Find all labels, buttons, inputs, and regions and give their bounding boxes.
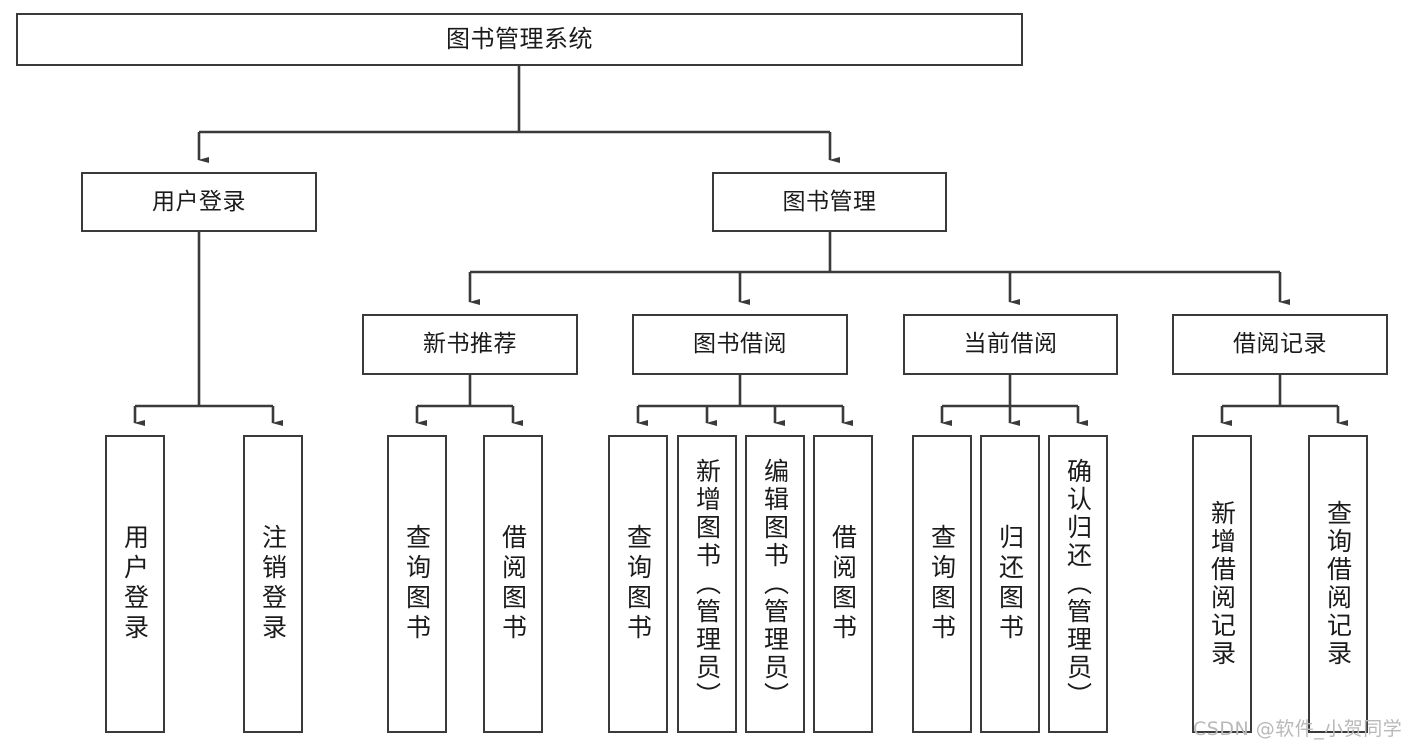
node-label: 新增图书（管理员）: [692, 458, 722, 710]
node-current-borrow[interactable]: 当前借阅: [903, 314, 1118, 375]
node-label: 注销登录: [258, 524, 288, 644]
node-borrow-record[interactable]: 借阅记录: [1172, 314, 1388, 375]
leaf-borrow-book-recommend[interactable]: 借阅图书: [483, 435, 543, 733]
leaf-query-book[interactable]: 查询图书: [608, 435, 668, 733]
node-label: 归还图书: [995, 524, 1025, 644]
node-label: 图书借阅: [693, 331, 787, 358]
node-label: 用户登录: [152, 188, 246, 215]
leaf-user-logout[interactable]: 注销登录: [243, 435, 303, 733]
node-label: 查询图书: [927, 524, 957, 644]
node-book-borrow[interactable]: 图书借阅: [632, 314, 848, 375]
node-user-login[interactable]: 用户登录: [81, 172, 317, 232]
node-label: 确认归还（管理员）: [1063, 458, 1093, 710]
node-label: 当前借阅: [963, 331, 1058, 358]
leaf-query-book-recommend[interactable]: 查询图书: [387, 435, 447, 733]
leaf-return-book[interactable]: 归还图书: [980, 435, 1040, 733]
leaf-add-borrow-record[interactable]: 新增借阅记录: [1192, 435, 1252, 733]
leaf-borrow-book[interactable]: 借阅图书: [813, 435, 873, 733]
node-label: 图书管理: [782, 188, 877, 215]
leaf-user-login[interactable]: 用户登录: [105, 435, 165, 733]
node-label: 图书管理系统: [446, 24, 593, 53]
node-label: 借阅图书: [498, 524, 528, 644]
node-label: 新书推荐: [423, 331, 517, 358]
node-label: 借阅记录: [1233, 331, 1327, 358]
node-label: 查询图书: [402, 524, 432, 644]
node-label: 编辑图书（管理员）: [760, 458, 790, 710]
node-label: 查询借阅记录: [1323, 500, 1353, 668]
leaf-query-book-current[interactable]: 查询图书: [912, 435, 972, 733]
node-label: 新增借阅记录: [1207, 500, 1237, 668]
leaf-add-book-admin[interactable]: 新增图书（管理员）: [677, 435, 737, 733]
csdn-watermark: CSDN @软件_小贺同学: [1193, 718, 1403, 740]
node-label: 查询图书: [623, 524, 653, 644]
node-label: 借阅图书: [828, 524, 858, 644]
leaf-query-borrow-record[interactable]: 查询借阅记录: [1308, 435, 1368, 733]
node-new-book-recommend[interactable]: 新书推荐: [362, 314, 578, 375]
node-label: 用户登录: [120, 524, 150, 644]
leaf-edit-book-admin[interactable]: 编辑图书（管理员）: [745, 435, 805, 733]
leaf-confirm-return-admin[interactable]: 确认归还（管理员）: [1048, 435, 1108, 733]
node-root-system[interactable]: 图书管理系统: [16, 13, 1023, 66]
node-book-management[interactable]: 图书管理: [712, 172, 947, 232]
